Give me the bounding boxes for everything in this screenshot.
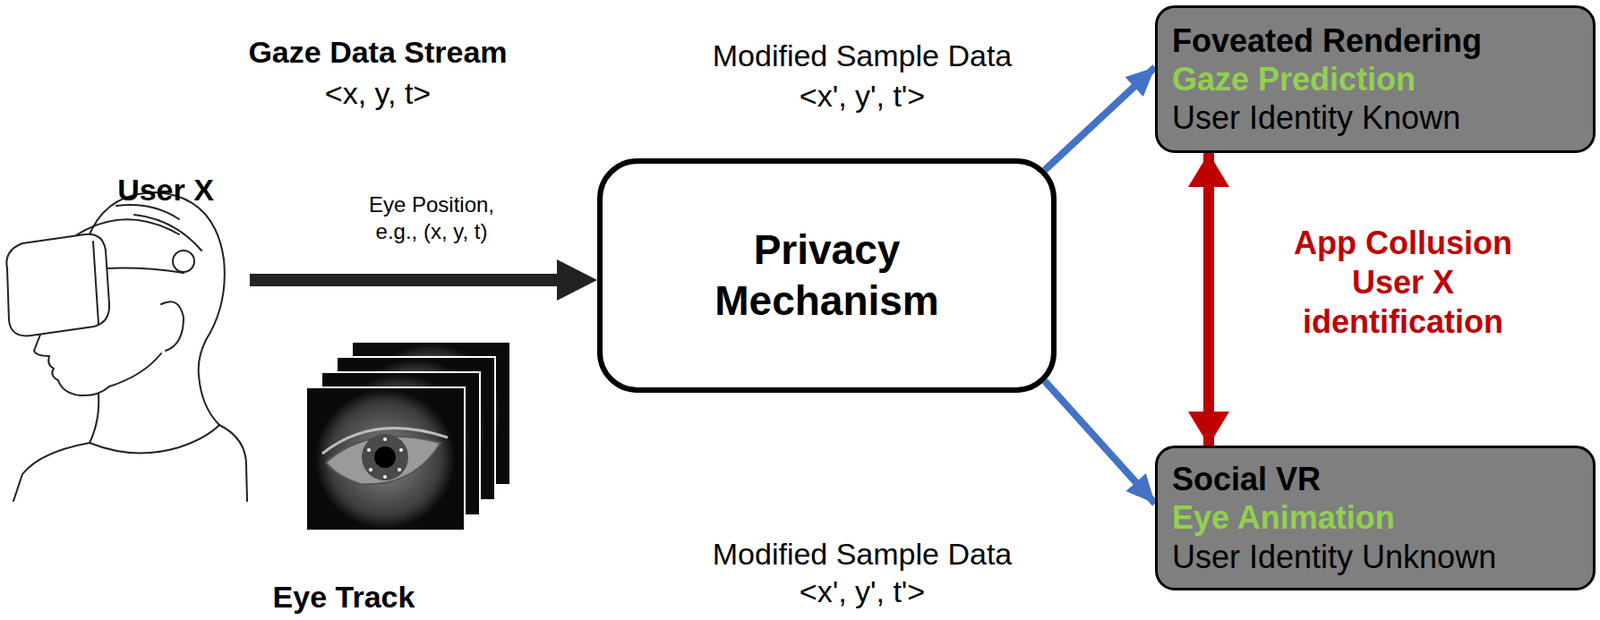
app-box: Social VREye AnimationUser Identity Unkn… xyxy=(1155,445,1596,591)
node-title: Foveated Rendering xyxy=(1172,21,1482,60)
node-text: User Identity Unknown xyxy=(1172,538,1497,577)
connector xyxy=(1044,381,1156,505)
stream-format: <x, y, t> xyxy=(288,75,468,112)
edge-label: Modified Sample Data <x', y', t'> xyxy=(710,535,1015,611)
arrow-note: Eye Position, e.g., (x, y, t) xyxy=(350,191,513,246)
stream-title: Gaze Data Stream xyxy=(234,34,522,71)
gaze-stream-arrowhead xyxy=(556,259,598,301)
node-subtitle: Eye Animation xyxy=(1172,498,1395,538)
app-box: Foveated RenderingGaze PredictionUser Id… xyxy=(1155,5,1596,154)
node-subtitle: Gaze Prediction xyxy=(1172,59,1416,99)
gaze-stream-arrow xyxy=(249,273,563,287)
image-caption: Eye Track xyxy=(254,580,434,616)
user-label: User X xyxy=(85,171,247,209)
connector xyxy=(1203,153,1215,446)
connector xyxy=(1044,67,1156,171)
eye-image xyxy=(306,387,465,531)
node-text: User Identity Known xyxy=(1172,98,1461,137)
edge-label: Modified Sample Data <x', y', t'> xyxy=(710,35,1015,117)
person-with-headset xyxy=(6,192,248,502)
node-title: Social VR xyxy=(1172,460,1321,499)
edge-label: App Collusion User X identification xyxy=(1286,223,1520,343)
privacy-mechanism-box: Privacy Mechanism xyxy=(597,158,1057,394)
node-title: Privacy Mechanism xyxy=(679,224,976,328)
